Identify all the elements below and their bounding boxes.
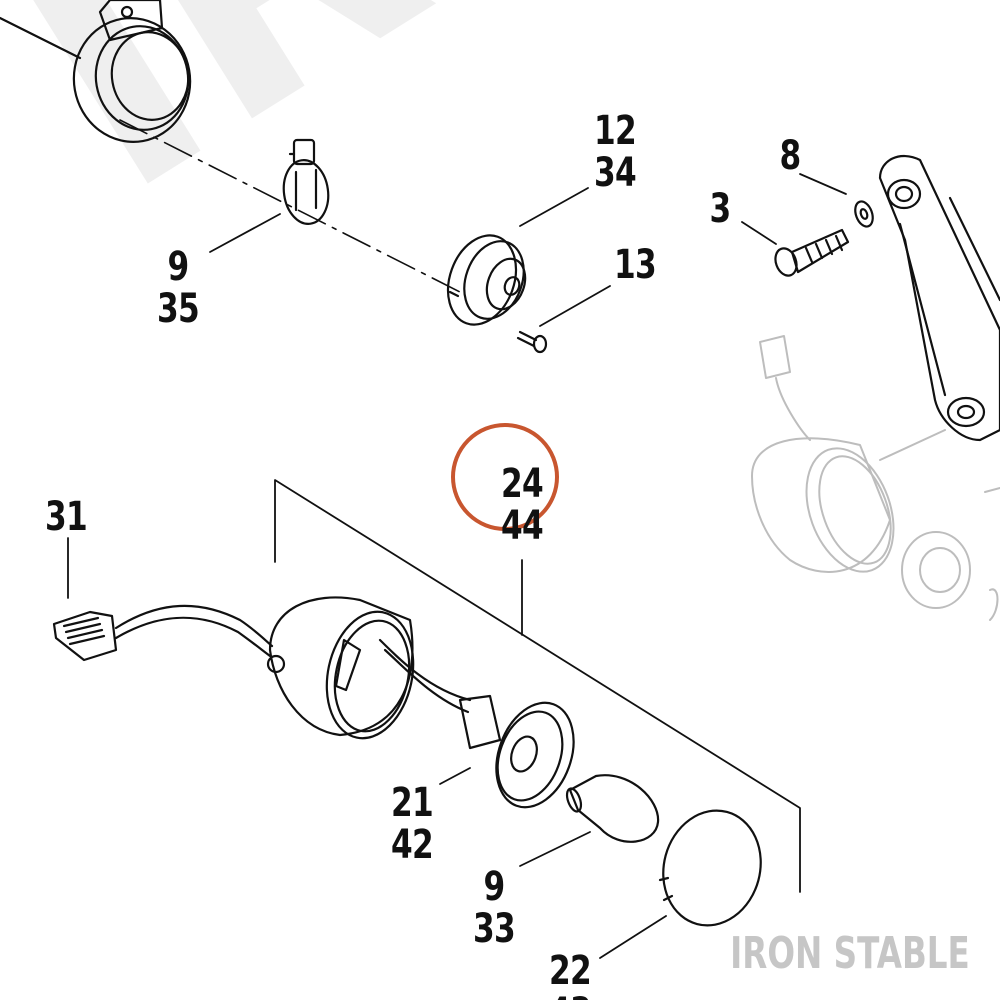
- washer-8: [854, 200, 874, 228]
- bulb-top: [282, 138, 330, 225]
- callout-22-43: 2243: [549, 948, 592, 1000]
- callout-3: 3: [709, 186, 732, 232]
- socket-21: [458, 694, 575, 809]
- ghost-turn-signal: [751, 335, 1000, 621]
- axis-line-top: [119, 119, 461, 293]
- socket-top: [446, 234, 527, 326]
- mount-ring: [0, 0, 192, 143]
- highlight-circle: [451, 423, 559, 531]
- callout-13: 13: [614, 242, 657, 288]
- lens-22: [658, 809, 762, 927]
- signal-housing: [266, 596, 472, 740]
- bolt-3: [774, 228, 850, 277]
- bracket-arm: [878, 154, 1000, 442]
- group-bracket: [274, 479, 801, 893]
- callout-8: 8: [779, 133, 802, 179]
- brand-watermark: IRON STABLE: [730, 928, 970, 979]
- connector-31: [52, 604, 274, 662]
- callout-31: 31: [45, 494, 88, 540]
- bulb-bottom: [565, 774, 660, 843]
- screw-13: [516, 330, 548, 354]
- leader-lines: [67, 173, 847, 959]
